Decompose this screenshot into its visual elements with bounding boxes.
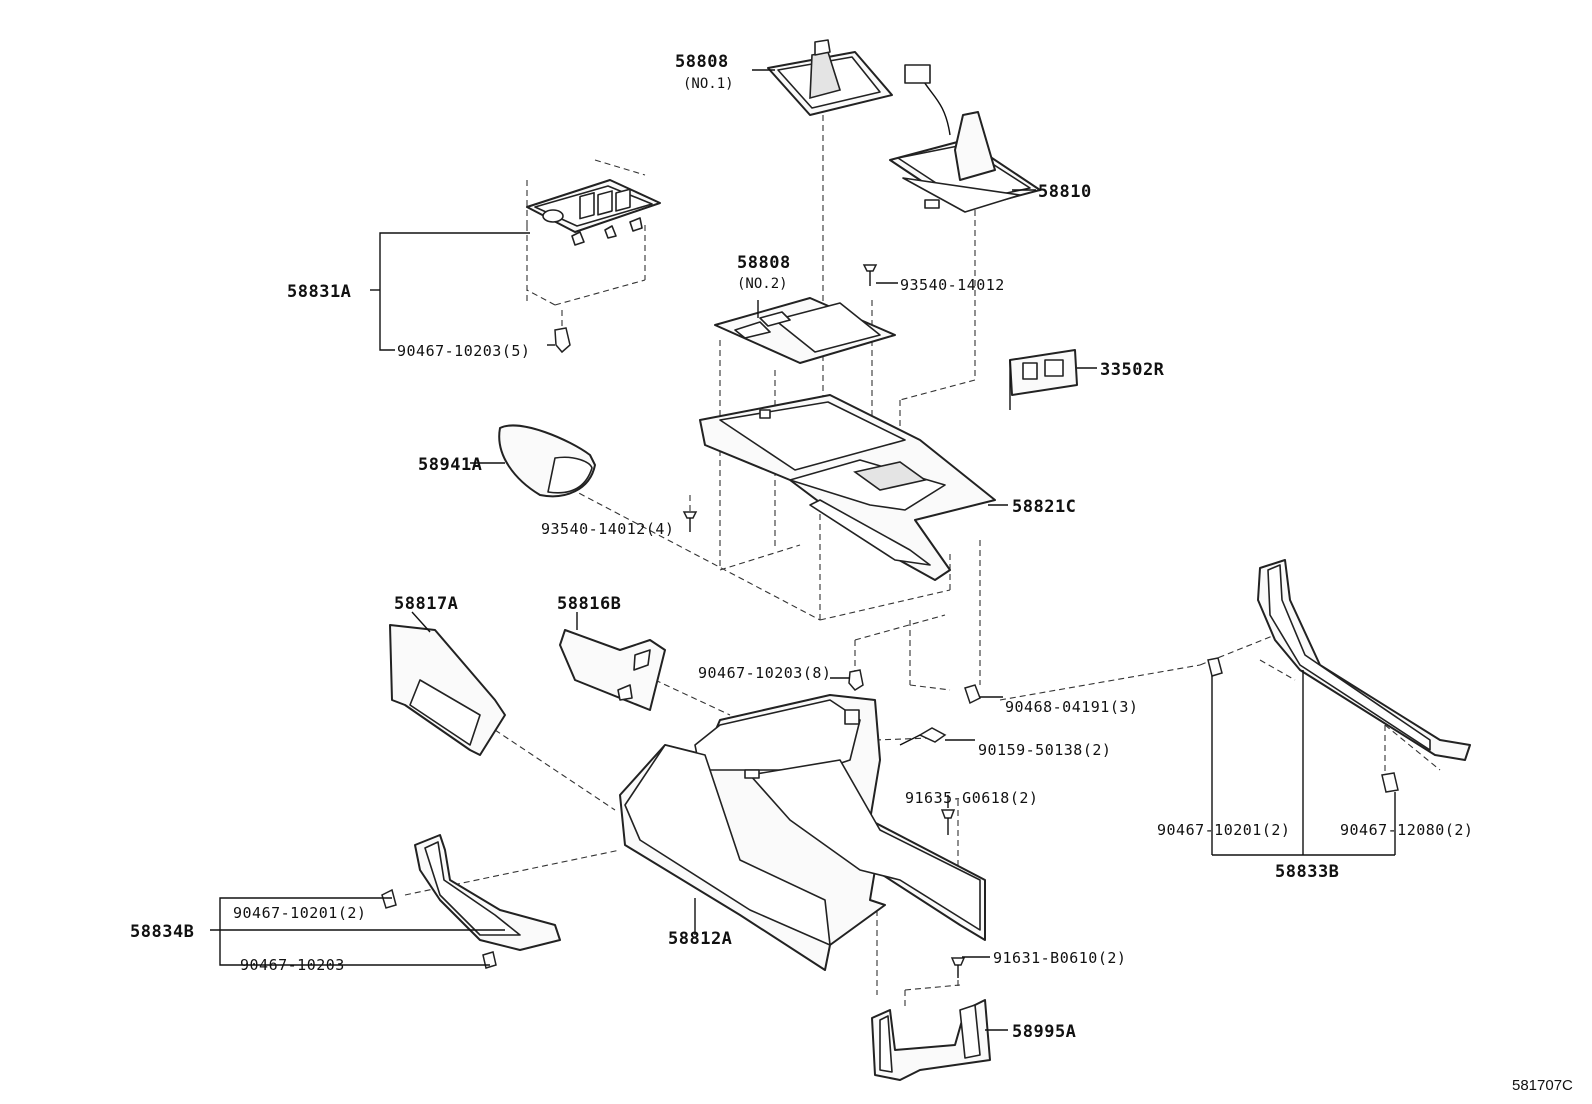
- label-58816b: 58816B: [557, 594, 621, 614]
- console-box-58812a: [619, 694, 986, 971]
- clip-90468-04191-3: [964, 684, 981, 705]
- label-58834b: 58834B: [130, 922, 194, 942]
- shift-panel-58810: [889, 64, 1041, 213]
- clip-90467-10201-2-left: [381, 888, 397, 909]
- console-upper-58821c: [699, 394, 996, 581]
- label-90468-04191-3: 90468-04191(3): [1005, 698, 1138, 716]
- clip-90467-10203-5: [554, 327, 571, 354]
- bolt-91631-b0610-2: [950, 957, 966, 978]
- label-93540-14012: 93540-14012: [900, 276, 1005, 294]
- cover-58941a: [498, 424, 596, 498]
- label-58808-no1-sub: (NO.1): [683, 76, 734, 92]
- label-91631-b0610-2: 91631-B0610(2): [993, 949, 1126, 967]
- label-90467-10203-8: 90467-10203(8): [698, 664, 831, 682]
- label-58817a: 58817A: [394, 594, 458, 614]
- leader-lines: [210, 69, 1396, 1031]
- assembly-guide-lines: [404, 115, 1441, 1010]
- label-90159-50138-2: 90159-50138(2): [978, 741, 1111, 759]
- side-panel-58817a: [389, 624, 506, 756]
- label-90467-10201-2-left: 90467-10201(2): [233, 904, 366, 922]
- label-93540-14012-4: 93540-14012(4): [541, 520, 674, 538]
- clip-90467-12080-2: [1381, 772, 1399, 793]
- label-90467-12080-2: 90467-12080(2): [1340, 821, 1473, 839]
- panel-58816b: [559, 629, 666, 711]
- bolt-91635-g0618-2: [940, 809, 956, 835]
- switch-bezel-58831a: [526, 179, 661, 246]
- label-58810: 58810: [1038, 182, 1092, 202]
- label-90467-10203-5: 90467-10203(5): [397, 342, 530, 360]
- label-58808-no2-sub: (NO.2): [737, 276, 788, 292]
- bracket-58995a: [871, 999, 991, 1081]
- screw-93540-14012-4: [682, 511, 698, 532]
- label-58995a: 58995A: [1012, 1022, 1076, 1042]
- side-trim-58834b: [414, 834, 561, 951]
- label-58808-no1: 58808: [675, 52, 729, 72]
- label-58808-no2: 58808: [737, 253, 791, 273]
- label-90467-10201-2-right: 90467-10201(2): [1157, 821, 1290, 839]
- label-58833b: 58833B: [1275, 862, 1339, 882]
- screw-93540-14012: [862, 264, 878, 286]
- screw-90159-50138-2: [899, 727, 947, 746]
- label-58831a: 58831A: [287, 282, 351, 302]
- clip-90467-10203-8: [848, 669, 864, 691]
- label-33502r: 33502R: [1100, 360, 1165, 380]
- label-58821c: 58821C: [1012, 497, 1076, 517]
- diagram-code: 581707C: [1512, 1077, 1573, 1094]
- clip-90467-10201-2-right: [1207, 657, 1223, 677]
- side-trim-58833b: [1257, 559, 1471, 761]
- label-58812a: 58812A: [668, 929, 732, 949]
- shift-boot-plate-no1: [767, 39, 893, 116]
- console-panel-no2: [714, 297, 896, 364]
- label-91635-g0618-2: 91635-G0618(2): [905, 789, 1038, 807]
- clip-90467-10203: [482, 951, 497, 969]
- plate-33502r: [1009, 349, 1078, 410]
- label-58941a: 58941A: [418, 455, 482, 475]
- part-labels: 58808 (NO.1) 58810 58831A 90467-10203(5)…: [130, 52, 1573, 1094]
- label-90467-10203: 90467-10203: [240, 956, 345, 974]
